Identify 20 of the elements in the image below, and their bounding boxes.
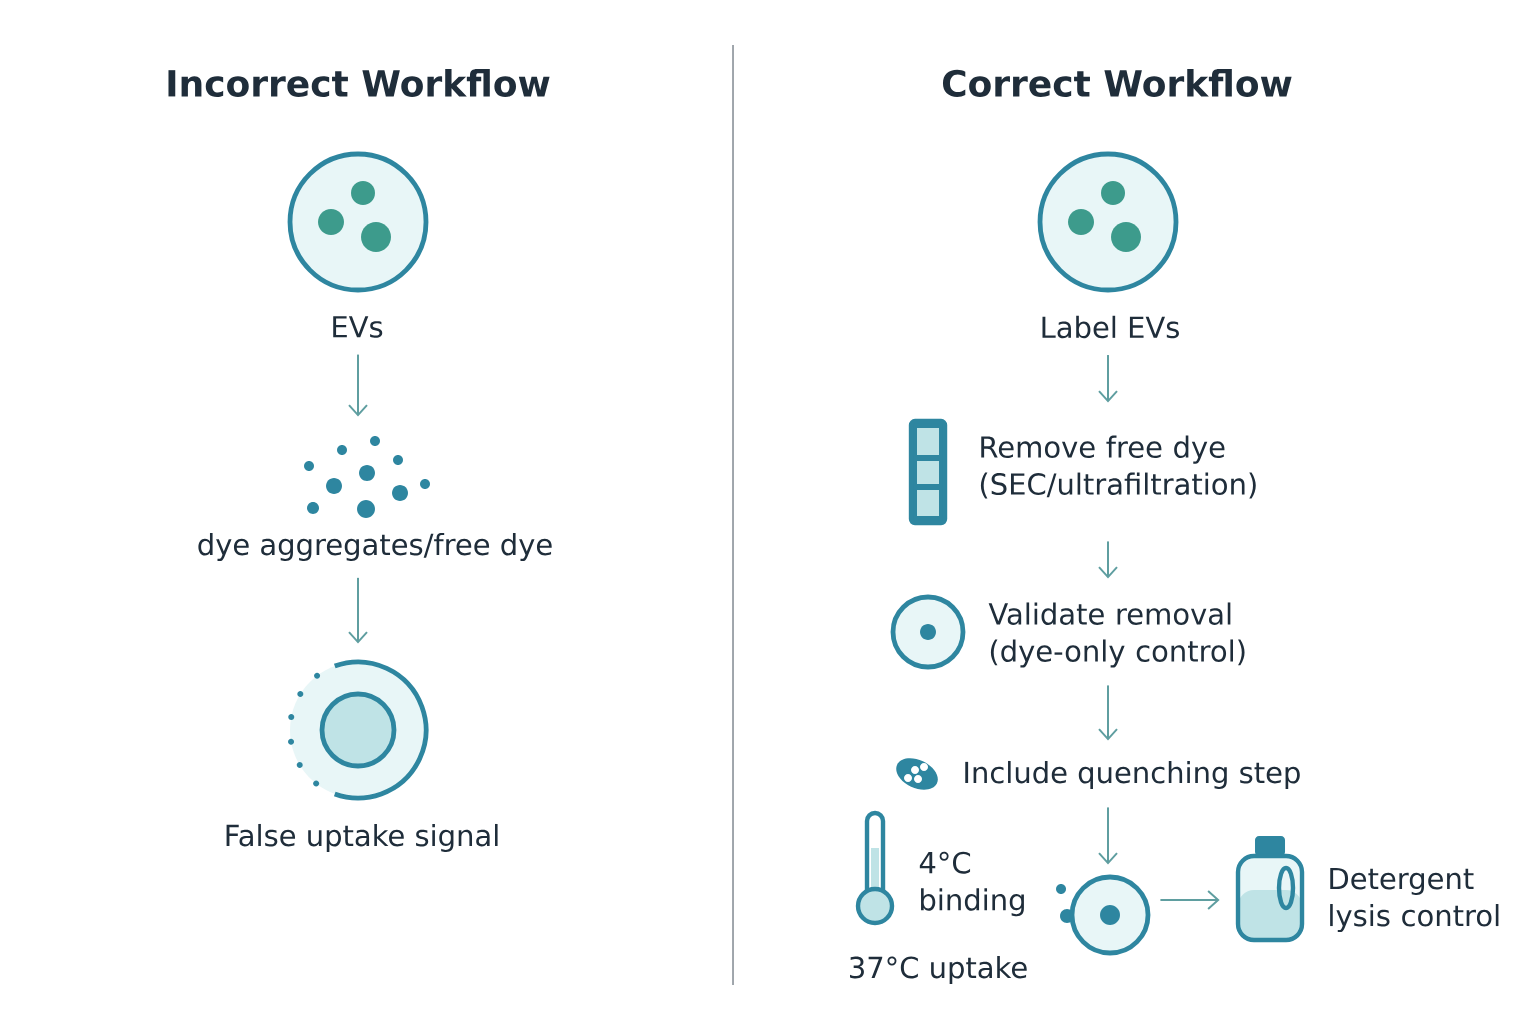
arrow: [1098, 354, 1118, 403]
step-label: dye aggregates/free dye: [198, 532, 552, 562]
arrow: [1098, 684, 1118, 741]
step-label: 37°C uptake: [850, 955, 1027, 985]
arrow: [1098, 540, 1118, 579]
arrow: [1098, 806, 1118, 865]
step-label: Remove free dye (SEC/ultrafiltration): [980, 435, 1256, 499]
step-label: 4°C binding: [919, 851, 1024, 917]
arrow: [1159, 890, 1220, 910]
arrow: [348, 353, 368, 417]
cell-icon: [1056, 874, 1151, 956]
step-label: EVs: [333, 316, 383, 338]
step-label: False uptake signal: [226, 823, 498, 853]
column-heading: Correct Workflow: [942, 69, 1292, 97]
step-label: Label EVs: [1042, 315, 1179, 339]
step-label: Include quenching step: [965, 760, 1300, 790]
step-label: Validate removal (dye-only control): [988, 602, 1245, 668]
arrow: [348, 576, 368, 644]
column-heading: Incorrect Workflow: [168, 69, 550, 97]
step-label: Detergent lysis control: [1330, 867, 1499, 933]
